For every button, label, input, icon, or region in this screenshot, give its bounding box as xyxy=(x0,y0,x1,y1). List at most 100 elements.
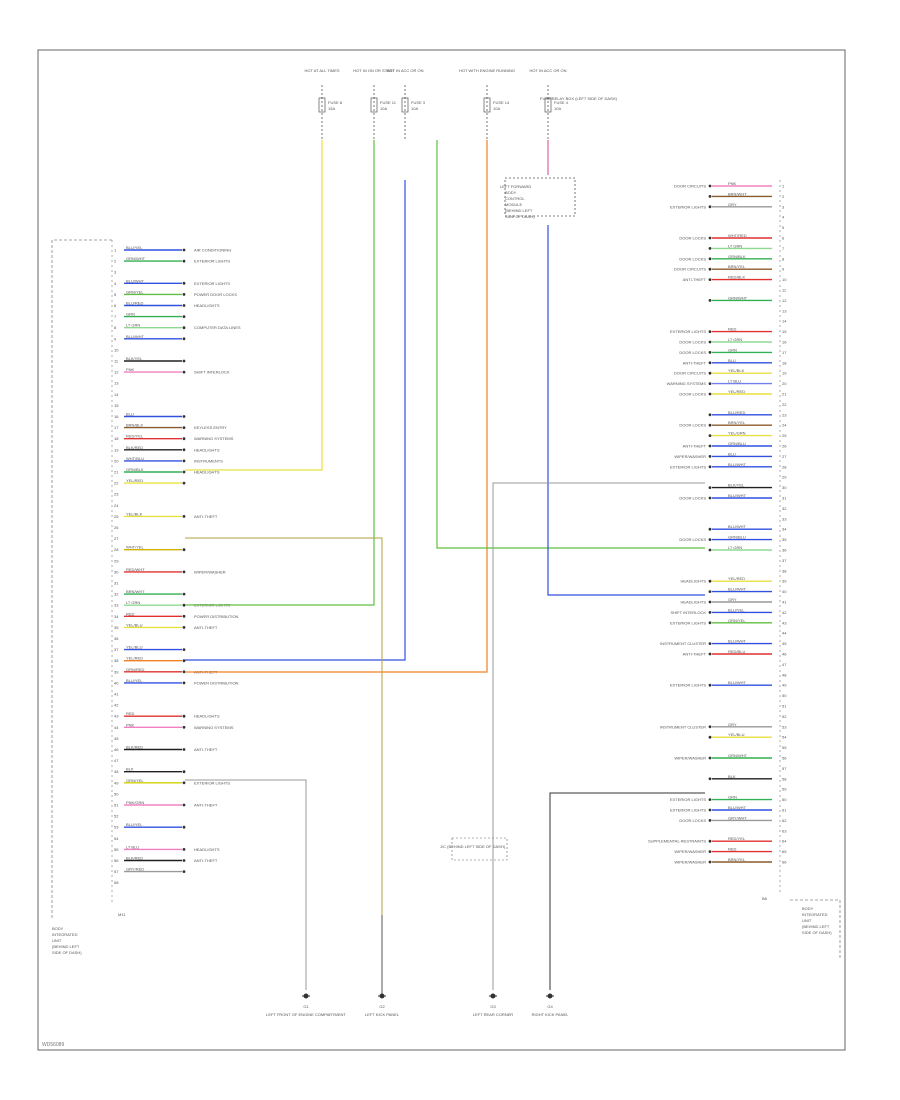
left-pin-terminal xyxy=(182,748,186,751)
right-pin-number: 25 xyxy=(782,433,787,438)
left-pin-number: 18 xyxy=(114,436,119,441)
right-pin-number: 22 xyxy=(782,402,787,407)
left-pin-row: 3 xyxy=(114,270,117,275)
left-pin-number: 36 xyxy=(114,636,119,641)
fuse-symbol xyxy=(370,97,378,113)
right-pin-wire-color: BLU/WHT xyxy=(728,462,747,467)
right-pin-number: 34 xyxy=(782,527,787,532)
right-pin-number: 54 xyxy=(782,735,787,740)
left-pin-terminal xyxy=(182,426,186,429)
right-pin-number: 43 xyxy=(782,620,787,625)
right-pin-wire-color: BLU/WHT xyxy=(728,587,747,592)
left-pin-number: 48 xyxy=(114,769,119,774)
right-pin-terminal xyxy=(708,527,712,531)
right-pin-number: 61 xyxy=(782,808,787,813)
right-pin-destination: DOOR LOCKS xyxy=(679,537,706,542)
left-pin-destination: POWER DOOR LOCKS xyxy=(194,292,237,297)
left-pin-number: 33 xyxy=(114,603,119,608)
right-pin-wire-color: BRN/YEL xyxy=(728,264,746,269)
left-pin-wire-color: YEL/RED xyxy=(126,656,143,661)
left-module-label-1: BODY xyxy=(52,926,64,931)
left-pin-number: 2 xyxy=(114,259,117,264)
left-pin-wire-color: GRY/RED xyxy=(126,867,144,872)
left-pin-number: 28 xyxy=(114,547,119,552)
wire-green-a xyxy=(185,140,375,606)
right-pin-terminal xyxy=(708,444,712,448)
fuse-symbol xyxy=(483,97,491,113)
left-pin-wire-color: BLK xyxy=(126,767,134,772)
right-pin-number: 32 xyxy=(782,506,787,511)
left-pin-wire-color: BLU/YEL xyxy=(126,822,143,827)
right-pin-destination: DOOR LOCKS xyxy=(679,496,706,501)
wire-blue-b xyxy=(547,225,705,596)
right-pin-number: 14 xyxy=(782,319,787,324)
left-pin-number: 46 xyxy=(114,747,119,752)
right-pin-number: 20 xyxy=(782,381,787,386)
right-pin-number: 64 xyxy=(782,839,787,844)
right-pin-terminal xyxy=(708,496,712,500)
right-pin-wire-color: BLK xyxy=(728,774,736,779)
right-pin-destination: DOOR LOCKS xyxy=(679,392,706,397)
fuse-symbol xyxy=(544,97,552,113)
right-pin-row: 33 xyxy=(782,516,787,521)
left-pin-number: 23 xyxy=(114,492,119,497)
right-pin-number: 38 xyxy=(782,568,787,573)
left-pin-number: 4 xyxy=(114,281,117,286)
left-pin-row: 58 xyxy=(114,880,119,885)
ground-symbol xyxy=(547,993,553,999)
left-pin-wire-color: GRN/YEL xyxy=(126,289,144,294)
right-pin-destination: INSTRUMENT CLUSTER xyxy=(660,641,706,646)
left-pin-wire-color: LT BLU xyxy=(126,844,139,849)
fuse-number: FUSE 14 xyxy=(493,100,510,105)
right-pin-wire-color: GRN/WHT xyxy=(728,753,748,758)
right-pin-destination: DOOR CIRCUITS xyxy=(674,267,706,272)
right-pin-row: 14 xyxy=(782,319,787,324)
right-pin-wire-color: BRN/YEL xyxy=(728,857,746,862)
right-pin-wire-color: RED xyxy=(728,327,737,332)
left-pin-destination: EXTERIOR LIGHTS xyxy=(194,780,230,785)
left-pin-terminal xyxy=(182,681,186,685)
right-pin-wire-color: RED xyxy=(728,847,737,852)
right-pin-destination: DOOR LOCKS xyxy=(679,340,706,345)
wire-routes xyxy=(185,140,705,995)
fuse-symbol xyxy=(318,97,326,113)
ground-symbol xyxy=(490,993,496,999)
right-pin-wire-color: PNK xyxy=(728,181,737,186)
left-pin-number: 47 xyxy=(114,758,119,763)
right-pin-terminal xyxy=(708,278,712,281)
right-pin-row: 47 xyxy=(782,662,787,667)
left-pin-wire-color: PNK xyxy=(126,722,135,727)
right-pin-terminal xyxy=(708,590,712,593)
left-pin-wire-color: WHT/BLU xyxy=(126,456,144,461)
right-pin-row: 52 xyxy=(782,714,787,719)
right-pin-terminal xyxy=(708,340,712,344)
right-pin-wire-color: BRN/WHT xyxy=(728,191,747,196)
right-pin-terminal xyxy=(708,465,712,469)
left-module-label-3: UNIT xyxy=(52,938,62,943)
right-pin-row: 29 xyxy=(782,475,787,480)
left-pin-terminal xyxy=(182,304,186,307)
right-pin-terminal xyxy=(708,434,712,437)
wire-yellow xyxy=(185,140,323,471)
right-pin-wire-color: BLU/WHT xyxy=(728,493,747,498)
left-pin-destination: EXTERIOR LIGHTS xyxy=(194,281,230,286)
right-pin-number: 19 xyxy=(782,371,787,376)
left-pin-number: 42 xyxy=(114,703,119,708)
right-module-label-3: UNIT xyxy=(802,918,812,923)
right-pin-terminal xyxy=(708,247,712,250)
left-pin-row: 47 xyxy=(114,758,119,763)
fuse-power-label: HOT IN ACC OR ON xyxy=(529,68,566,73)
